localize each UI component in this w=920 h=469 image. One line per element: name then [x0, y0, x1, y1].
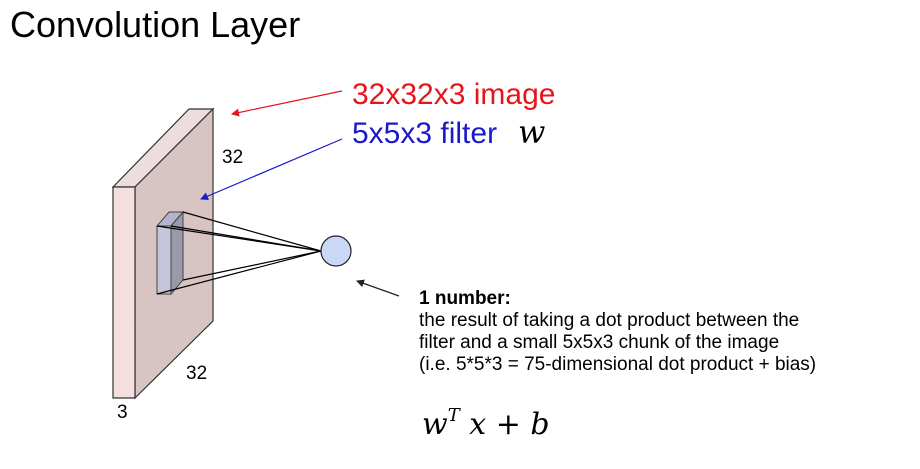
eq-b: b [530, 407, 550, 442]
output-heading: 1 number: [419, 288, 511, 309]
filter-label-text: 5x5x3 filter [352, 117, 497, 150]
output-line-1: the result of taking a dot product betwe… [419, 310, 800, 331]
filter-symbol: w [518, 113, 545, 151]
dim-height-label: 32 [186, 363, 207, 384]
eq-plus: + [495, 407, 521, 442]
output-description: 1 number: the result of taking a dot pro… [419, 288, 816, 376]
filter-label: 5x5x3 filter [352, 117, 497, 150]
volume-side-face [112, 186, 136, 399]
output-line-3: (i.e. 5*5*3 = 75-dimensional dot product… [419, 354, 817, 375]
equation: wT x + b [422, 405, 550, 442]
eq-x: x [469, 407, 487, 442]
output-arrow [356, 279, 400, 297]
output-line-2: filter and a small 5x5x3 chunk of the im… [419, 332, 780, 353]
filter-block [155, 210, 185, 296]
filter-connections [156, 211, 322, 295]
dim-depth-label: 3 [117, 402, 128, 423]
eq-w: w [422, 407, 448, 442]
filter-arrow [200, 138, 343, 200]
image-arrow [231, 90, 343, 117]
eq-transpose: T [447, 405, 460, 426]
output-neuron [320, 235, 352, 267]
page-title: Convolution Layer [10, 4, 301, 45]
image-label: 32x32x3 image [352, 78, 555, 111]
dim-width-label: 32 [222, 147, 243, 168]
